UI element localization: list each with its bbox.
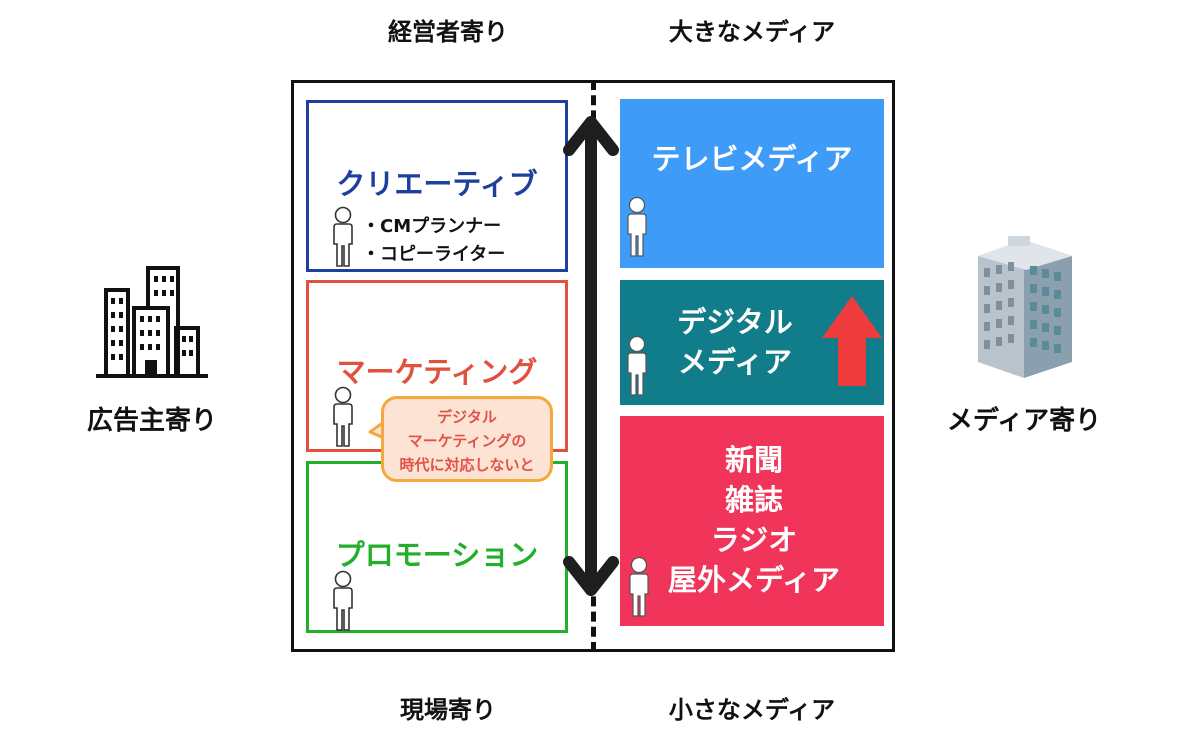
person-icon xyxy=(624,196,650,262)
creative-item-copywriter: ・コピーライター xyxy=(362,244,506,265)
marketing-title: マーケティング xyxy=(336,355,538,389)
axis-label-right: メディア寄り xyxy=(946,406,1102,436)
double-arrow-icon xyxy=(563,110,619,606)
digital-media-line: デジタル xyxy=(677,305,793,339)
promotion-title: プロモーション xyxy=(335,538,539,572)
print-media-item: ラジオ xyxy=(710,523,798,557)
person-icon xyxy=(330,570,356,636)
person-icon xyxy=(330,386,356,452)
axis-label-top-right: 大きなメディア xyxy=(668,18,836,46)
speech-bubble: デジタル マーケティングの 時代に対応しないと xyxy=(381,396,553,482)
bubble-line: マーケティングの xyxy=(407,432,527,450)
print-media-list: 新聞 雑誌 ラジオ 屋外メディア xyxy=(644,440,864,600)
person-icon xyxy=(624,335,650,401)
axis-label-top-left: 経営者寄り xyxy=(388,18,508,46)
print-media-box: 新聞 雑誌 ラジオ 屋外メディア xyxy=(620,416,884,626)
bubble-line: デジタル xyxy=(437,408,497,426)
axis-label-bottom-right: 小さなメディア xyxy=(668,696,836,724)
office-tower-icon xyxy=(968,232,1080,386)
bubble-line: 時代に対応しないと xyxy=(399,456,535,474)
person-icon xyxy=(330,206,356,272)
person-icon xyxy=(626,556,652,622)
digital-media-box: デジタル メディア xyxy=(620,280,884,405)
tv-media-title: テレビメディア xyxy=(651,142,853,176)
digital-media-line: メディア xyxy=(678,345,792,379)
creative-title: クリエーティブ xyxy=(336,167,538,201)
axis-label-bottom-left: 現場寄り xyxy=(400,696,496,724)
print-media-item: 雑誌 xyxy=(724,483,783,517)
digital-media-title: デジタル メディア xyxy=(650,302,820,382)
up-arrow-icon xyxy=(820,294,884,392)
axis-label-left: 広告主寄り xyxy=(86,406,217,436)
company-buildings-icon xyxy=(92,262,212,386)
print-media-item: 新聞 xyxy=(724,443,783,477)
tv-media-box: テレビメディア xyxy=(620,99,884,268)
creative-item-cm-planner: ・CMプランナー xyxy=(362,216,502,237)
print-media-item: 屋外メディア xyxy=(668,563,840,597)
